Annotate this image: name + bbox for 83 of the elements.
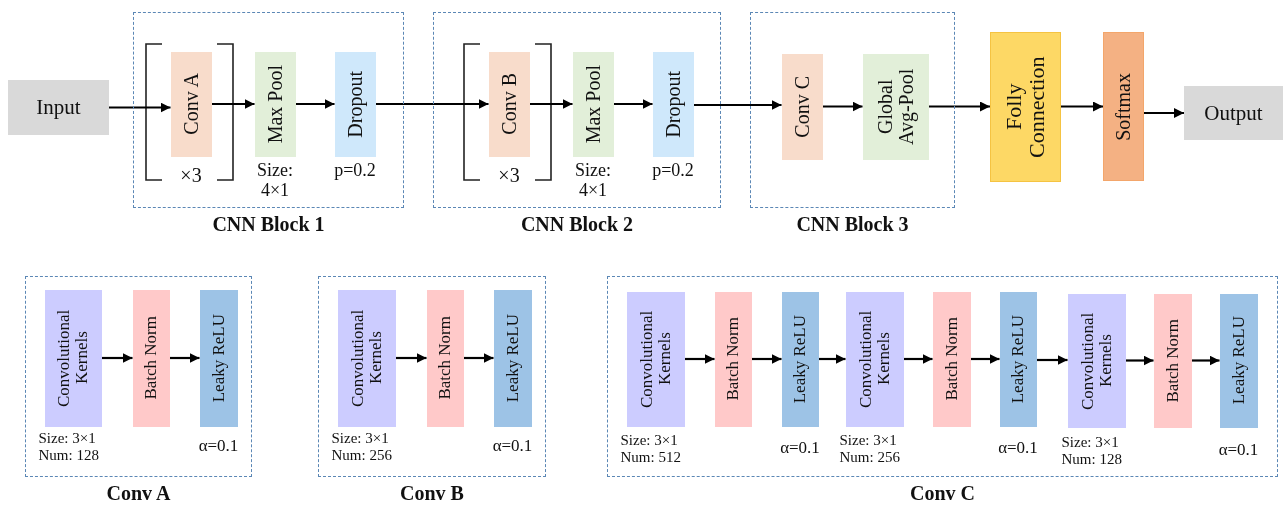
layer-box [862,53,929,160]
node-label: Global Avg-Pool [874,67,917,147]
arrow [613,99,653,109]
node-label: Leaky ReLU [791,314,809,404]
annotation-text: α=0.1 [779,437,821,458]
annotation-text: p=0.2 [333,159,377,181]
arrow [109,102,171,113]
arrow [463,353,494,363]
arrow [903,354,933,364]
node-label: Leaky ReLU [1229,316,1248,405]
annotation-text: α=0.1 [491,435,534,456]
annotation-text: Size: 3×1 Num: 256 [331,429,393,464]
annotation-text: Size: 4×1 [256,159,294,201]
arrow [818,354,846,364]
node-label: Convolutional Kernels [55,308,91,409]
node-label: Dropout [344,70,366,138]
arrow [1036,355,1068,365]
layer-box [1103,32,1144,181]
node-label: Batch Norm [1163,318,1182,403]
node-label: Leaky ReLU [503,313,522,403]
arrow [1144,108,1184,118]
node-label: Convolutional Kernels [1078,310,1115,412]
layer-box [714,291,752,427]
node-label: Batch Norm [942,317,961,401]
node-label: Conv A [180,73,202,135]
annotation-text: Size: 3×1 Num: 128 [1061,433,1123,468]
annotation-text: Size: 4×1 [574,159,612,201]
node-label: Dropout [662,70,684,138]
arrow [928,101,990,112]
arrow [822,101,863,112]
annotation-text: Size: 3×1 Num: 512 [620,431,682,466]
layer-box [781,53,823,160]
arrow [529,99,573,109]
annotation-text: α=0.1 [1217,439,1260,460]
container-title: Conv B [399,482,465,505]
node-label: Batch Norm [724,317,742,401]
annotation-text: Size: 3×1 Num: 128 [38,429,100,464]
node-label: Conv B [498,73,520,135]
arrow [970,354,1000,364]
annotation-text: p=0.2 [651,159,695,181]
arrow [1191,355,1220,366]
node-label: Output [1204,100,1263,126]
annotation-text: ×3 [497,163,521,187]
arrow [211,99,255,109]
node-label: Convolutional Kernels [348,308,385,409]
container-title: CNN Block 3 [795,213,910,236]
node-label: Batch Norm [142,316,160,400]
annotation-text: α=0.1 [997,437,1039,458]
container-title: Conv A [105,482,172,505]
arrow [169,353,200,363]
layer-box [932,291,971,427]
arrow [751,354,782,364]
annotation-text: Size: 3×1 Num: 256 [839,431,901,466]
node-label: Conv C [791,75,813,138]
layer-box [1153,293,1192,428]
layer-box [132,289,170,427]
arrow [693,100,782,110]
node-label: Input [36,95,81,120]
arrow [295,99,335,109]
arrow [395,353,427,363]
node-label: Folly Connection [1002,55,1049,160]
container-title: CNN Block 2 [519,213,635,236]
arrow [1125,355,1154,366]
io-box [1184,86,1283,140]
layer-box [426,289,464,427]
arrow [684,354,715,364]
node-label: Max Pool [582,64,604,144]
node-label: Max Pool [264,64,286,144]
node-label: Convolutional Kernels [856,309,893,410]
io-box [8,80,109,135]
node-label: Leaky ReLU [209,313,228,403]
node-label: Batch Norm [436,316,454,400]
arrow [1061,101,1103,112]
annotation-text: α=0.1 [197,435,240,456]
container-title: Conv C [909,482,976,505]
node-label: Softmax [1113,72,1134,141]
container-title: CNN Block 1 [211,213,326,236]
node-label: Leaky ReLU [1009,314,1027,404]
arrow [375,99,489,109]
layer-box [990,32,1061,182]
annotation-text: ×3 [179,163,203,187]
node-label: Convolutional Kernels [637,309,674,410]
arrow [101,353,133,363]
